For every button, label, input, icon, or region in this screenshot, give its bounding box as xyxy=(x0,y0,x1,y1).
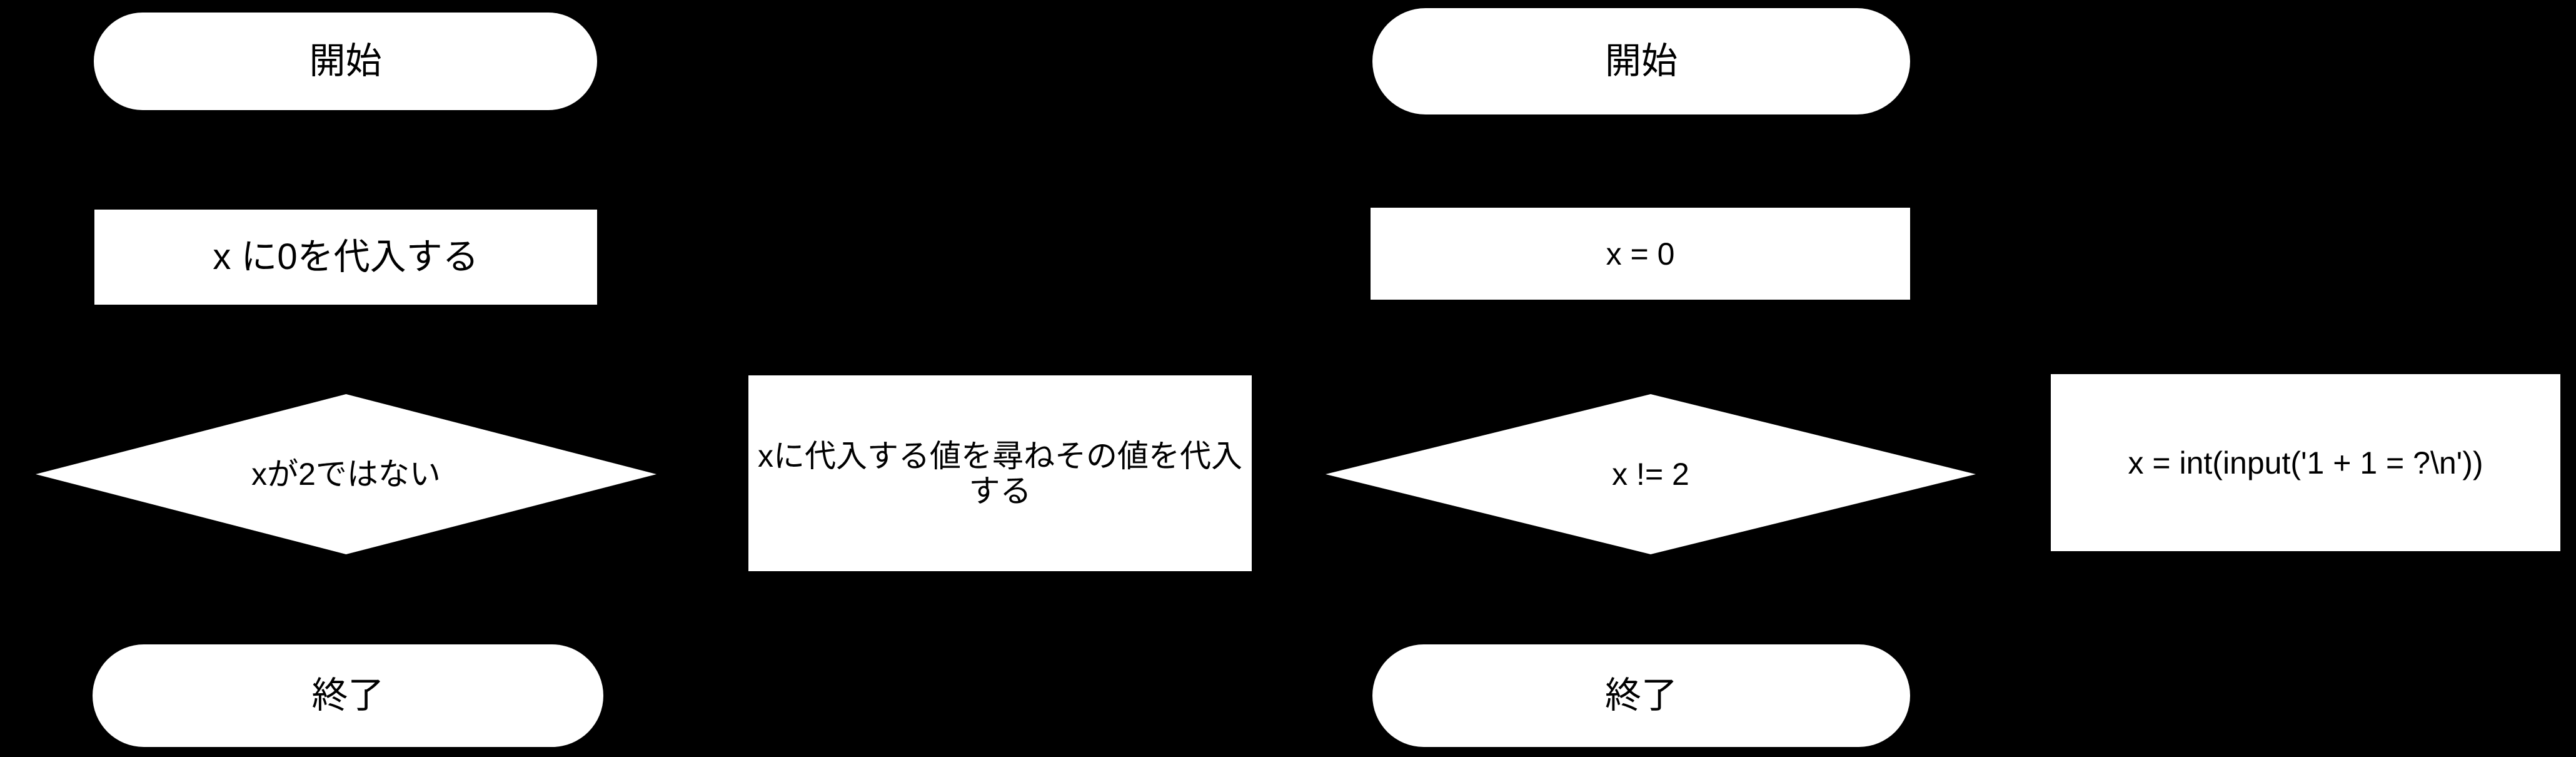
node-label: 開始 xyxy=(1604,40,1678,81)
node-label: xに代入する値を尋ねその値を代入する xyxy=(758,438,1242,509)
node-assign-zero-python[interactable]: x = 0 xyxy=(1371,208,1910,300)
node-label: x = int(input('1 + 1 = ?\n')) xyxy=(2128,445,2483,480)
node-label: xが2ではない xyxy=(251,457,441,492)
node-end-python[interactable]: 終了 xyxy=(1372,644,1910,747)
node-label: x != 2 xyxy=(1612,457,1689,492)
node-start-japanese[interactable]: 開始 xyxy=(94,13,597,110)
node-label: 終了 xyxy=(311,674,385,716)
node-decision-python[interactable]: x != 2 xyxy=(1326,394,1976,554)
node-label: 開始 xyxy=(309,40,382,81)
node-assign-zero-japanese[interactable]: x に0を代入する xyxy=(94,210,597,305)
node-label: 終了 xyxy=(1604,674,1678,716)
node-prompt-input-japanese[interactable]: xに代入する値を尋ねその値を代入する xyxy=(748,375,1252,571)
node-label: x に0を代入する xyxy=(213,236,479,277)
node-end-japanese[interactable]: 終了 xyxy=(93,644,603,747)
node-label: x = 0 xyxy=(1606,236,1675,272)
node-decision-japanese[interactable]: xが2ではない xyxy=(36,394,657,554)
node-prompt-input-python[interactable]: x = int(input('1 + 1 = ?\n')) xyxy=(2051,374,2560,551)
node-start-python[interactable]: 開始 xyxy=(1372,8,1910,114)
